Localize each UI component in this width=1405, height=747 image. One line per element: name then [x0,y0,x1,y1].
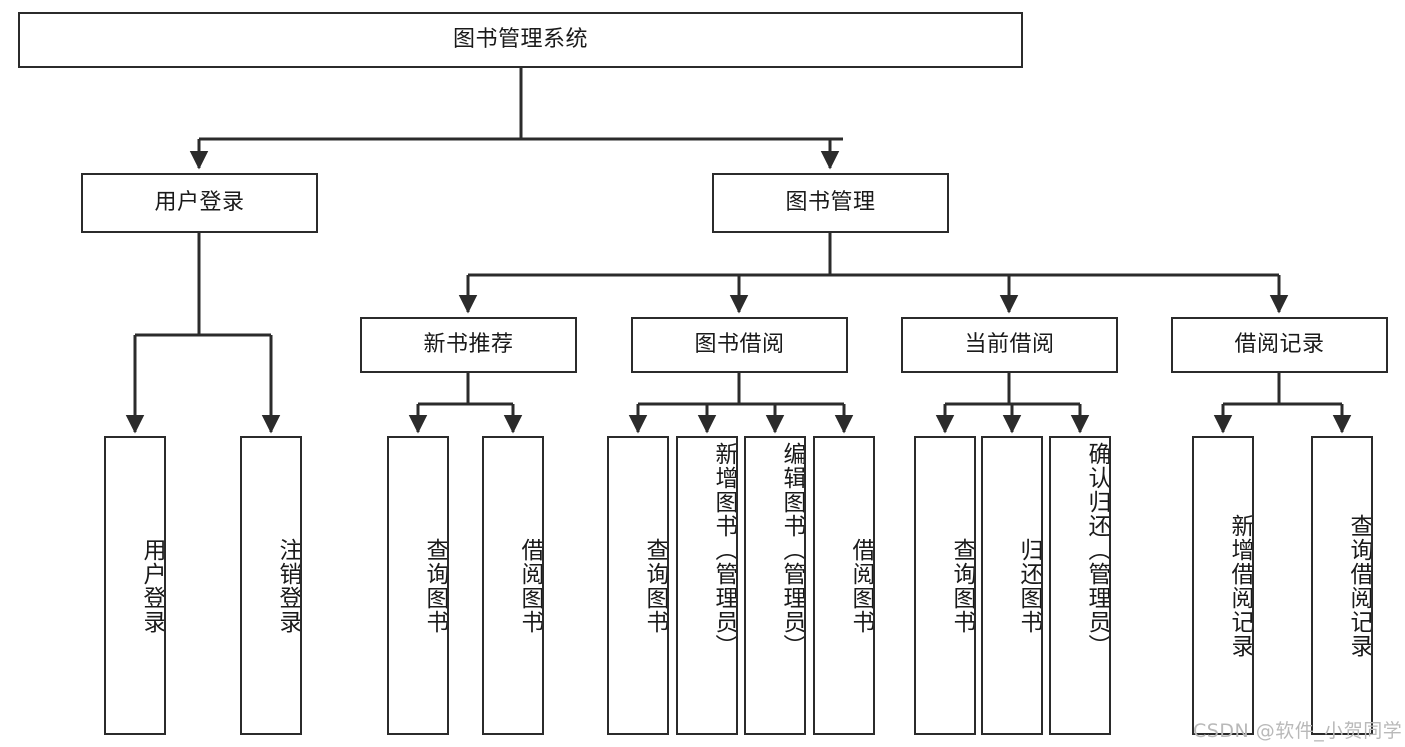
node-leaf-confirm-return[interactable]: 确认归还（管理员） [1049,436,1111,735]
node-leaf-return-book-label: 归还图书 [1016,537,1042,634]
node-leaf-borrow-book-2-label: 借阅图书 [848,537,874,634]
node-leaf-add-record[interactable]: 新增借阅记录 [1192,436,1254,735]
node-root[interactable]: 图书管理系统 [18,12,1023,68]
node-leaf-borrow-book-1[interactable]: 借阅图书 [482,436,544,735]
node-leaf-add-record-label: 新增借阅记录 [1227,513,1253,658]
node-leaf-user-login-label: 用户登录 [139,537,165,634]
node-new-book-recommend-label: 新书推荐 [423,332,514,358]
node-user-login[interactable]: 用户登录 [81,173,318,233]
node-leaf-query-record-label: 查询借阅记录 [1346,513,1372,658]
node-leaf-query-record[interactable]: 查询借阅记录 [1311,436,1373,735]
node-leaf-query-book-3[interactable]: 查询图书 [914,436,976,735]
node-new-book-recommend[interactable]: 新书推荐 [360,317,577,373]
node-leaf-add-book-label: 新增图书（管理员） [711,442,737,658]
node-user-login-label: 用户登录 [154,190,245,216]
node-leaf-logout-login-label: 注销登录 [275,537,301,634]
node-leaf-logout-login[interactable]: 注销登录 [240,436,302,735]
node-book-borrow[interactable]: 图书借阅 [631,317,848,373]
node-current-borrow[interactable]: 当前借阅 [901,317,1118,373]
node-leaf-edit-book[interactable]: 编辑图书（管理员） [744,436,806,735]
node-leaf-confirm-return-label: 确认归还（管理员） [1084,442,1110,658]
node-leaf-query-book-3-label: 查询图书 [949,537,975,634]
node-leaf-query-book-2[interactable]: 查询图书 [607,436,669,735]
node-leaf-add-book[interactable]: 新增图书（管理员） [676,436,738,735]
node-book-borrow-label: 图书借阅 [694,332,785,358]
node-root-label: 图书管理系统 [452,27,588,53]
node-leaf-query-book-2-label: 查询图书 [642,537,668,634]
node-book-management[interactable]: 图书管理 [712,173,949,233]
node-current-borrow-label: 当前借阅 [964,332,1055,358]
node-leaf-borrow-book-2[interactable]: 借阅图书 [813,436,875,735]
node-book-management-label: 图书管理 [785,190,876,216]
node-leaf-query-book-1[interactable]: 查询图书 [387,436,449,735]
node-leaf-edit-book-label: 编辑图书（管理员） [779,442,805,658]
node-leaf-user-login[interactable]: 用户登录 [104,436,166,735]
node-leaf-return-book[interactable]: 归还图书 [981,436,1043,735]
node-borrow-record-label: 借阅记录 [1234,332,1325,358]
node-leaf-query-book-1-label: 查询图书 [422,537,448,634]
node-leaf-borrow-book-1-label: 借阅图书 [517,537,543,634]
node-borrow-record[interactable]: 借阅记录 [1171,317,1388,373]
